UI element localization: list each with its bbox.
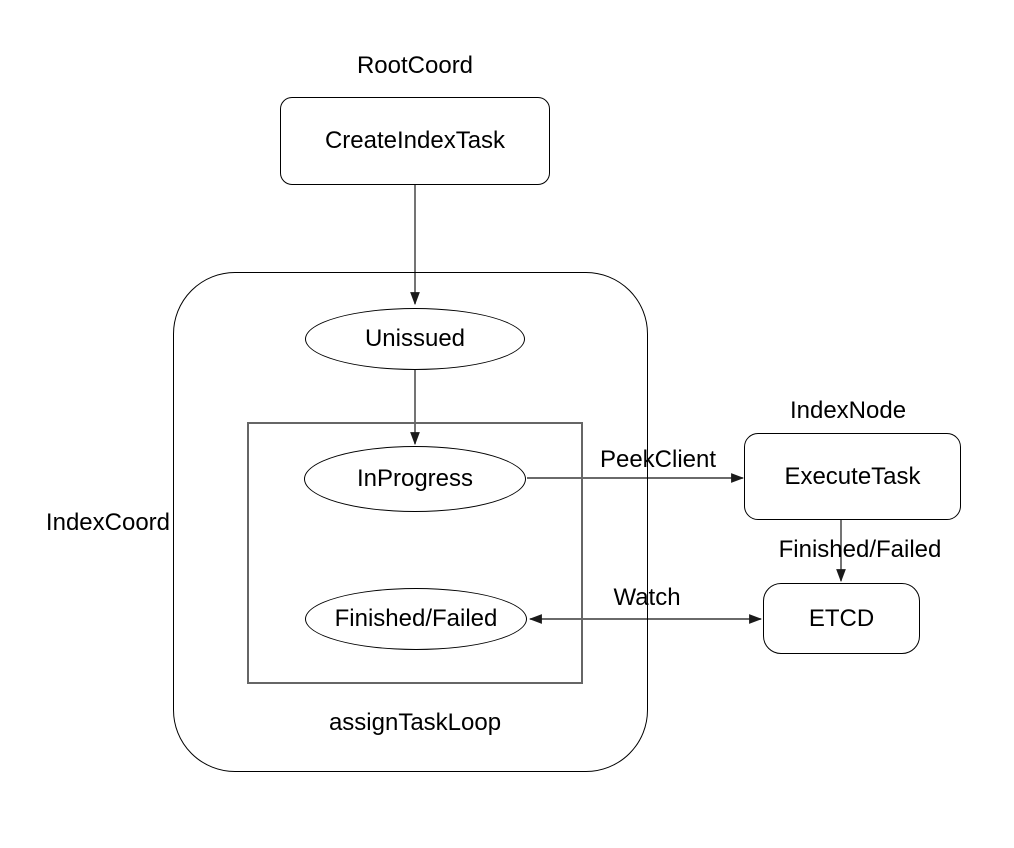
group-assign-task-loop bbox=[247, 422, 583, 684]
state-in-progress: InProgress bbox=[304, 446, 526, 512]
node-create-index-task: CreateIndexTask bbox=[280, 97, 550, 185]
label-index-coord: IndexCoord bbox=[45, 509, 170, 536]
state-finished-failed: Finished/Failed bbox=[305, 588, 527, 650]
label-peek-client: PeekClient bbox=[599, 446, 717, 473]
node-etcd: ETCD bbox=[763, 583, 920, 654]
label-assign-task-loop: assignTaskLoop bbox=[328, 709, 502, 736]
label-root-coord: RootCoord bbox=[356, 52, 474, 79]
label-watch: Watch bbox=[613, 584, 681, 611]
label-index-node: IndexNode bbox=[789, 397, 907, 424]
group-index-coord bbox=[173, 272, 648, 772]
node-execute-task: ExecuteTask bbox=[744, 433, 961, 520]
state-unissued: Unissued bbox=[305, 308, 525, 370]
label-finished-failed-edge: Finished/Failed bbox=[778, 536, 942, 563]
